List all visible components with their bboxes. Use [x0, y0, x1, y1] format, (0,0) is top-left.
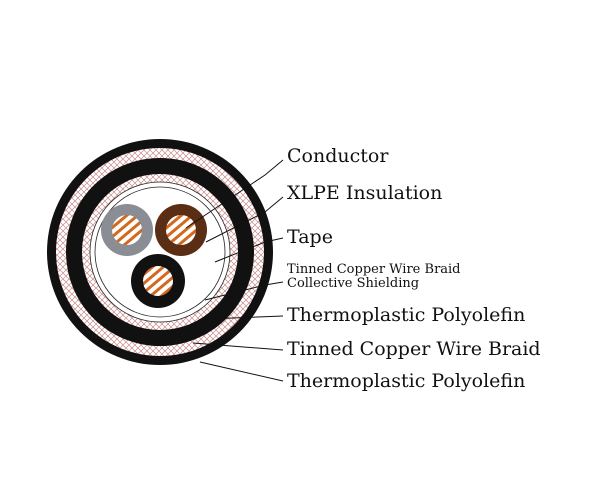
- label-shield-line1: Tinned Copper Wire Braid: [287, 262, 461, 277]
- label-shield-line2: Collective Shielding: [287, 276, 420, 291]
- label-inner-sheath: Thermoplastic Polyolefin: [287, 304, 526, 326]
- core-brown-conductor: [166, 215, 196, 245]
- label-outer-sheath: Thermoplastic Polyolefin: [287, 370, 526, 392]
- core-black-conductor: [143, 266, 173, 296]
- core-grey-conductor: [112, 215, 142, 245]
- label-tape: Tape: [287, 226, 333, 248]
- label-insulation: XLPE Insulation: [287, 182, 443, 204]
- label-conductor: Conductor: [287, 145, 389, 167]
- label-braid: Tinned Copper Wire Braid: [287, 338, 541, 360]
- leader-lines: [185, 159, 284, 382]
